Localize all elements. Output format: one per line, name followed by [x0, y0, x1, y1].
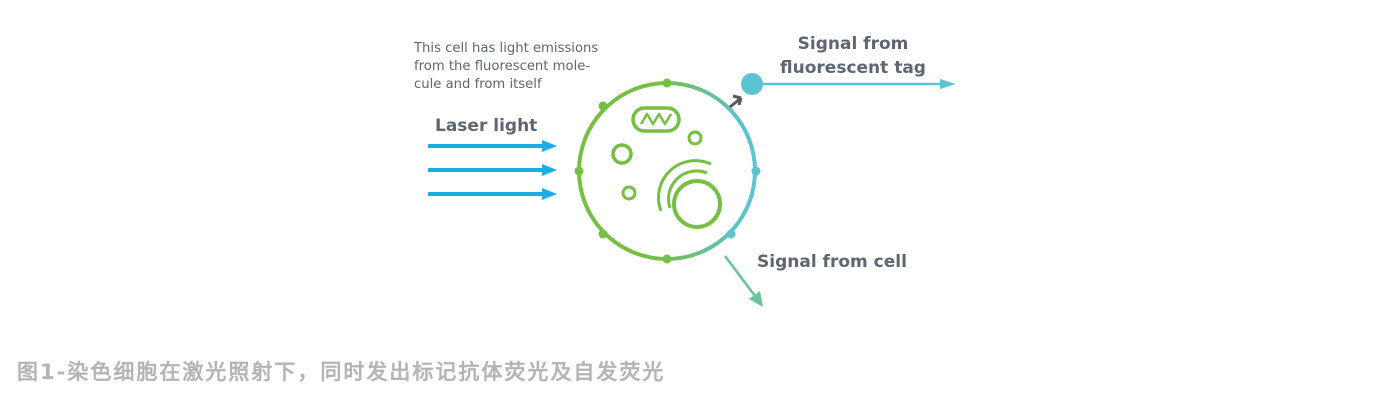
figure-caption: 图1-染色细胞在激光照射下，同时发出标记抗体荧光及自发荧光: [17, 360, 666, 384]
membrane-bump: [662, 254, 672, 264]
fluorescent-tag: [741, 73, 763, 95]
note-line-1: This cell has light emissions: [414, 41, 599, 56]
note-line-3: cule and from itself: [414, 77, 542, 92]
membrane-bump: [751, 166, 761, 176]
nucleus: [656, 159, 722, 229]
mitochondrion: [631, 106, 681, 133]
vesicle: [621, 185, 637, 201]
laser-arrow: [428, 140, 557, 152]
laser-arrow: [428, 164, 557, 176]
cell-emission-note: This cell has light emissions from the f…: [414, 40, 646, 94]
signal-cell-arrow: [724, 255, 763, 307]
antibody-icon: [729, 94, 743, 109]
signal-cell-label: Signal from cell: [757, 252, 907, 272]
signal-tag-line-1: Signal from: [797, 34, 909, 54]
membrane-bump: [726, 229, 736, 239]
laser-arrows: [428, 140, 557, 200]
note-line-2: from the fluorescent mole-: [414, 59, 591, 74]
signal-tag-label: Signal from fluorescent tag: [760, 32, 946, 80]
vesicle: [687, 130, 703, 146]
signal-tag-arrow: [763, 79, 956, 89]
membrane-bump: [662, 78, 672, 88]
membrane-bumps: [574, 78, 761, 264]
laser-arrow: [428, 188, 557, 200]
laser-light-label: Laser light: [435, 116, 538, 136]
membrane-bump: [598, 101, 608, 111]
signal-tag-line-2: fluorescent tag: [780, 58, 926, 78]
vesicle: [611, 143, 633, 165]
membrane-bump: [574, 166, 584, 176]
membrane-bump: [598, 229, 608, 239]
